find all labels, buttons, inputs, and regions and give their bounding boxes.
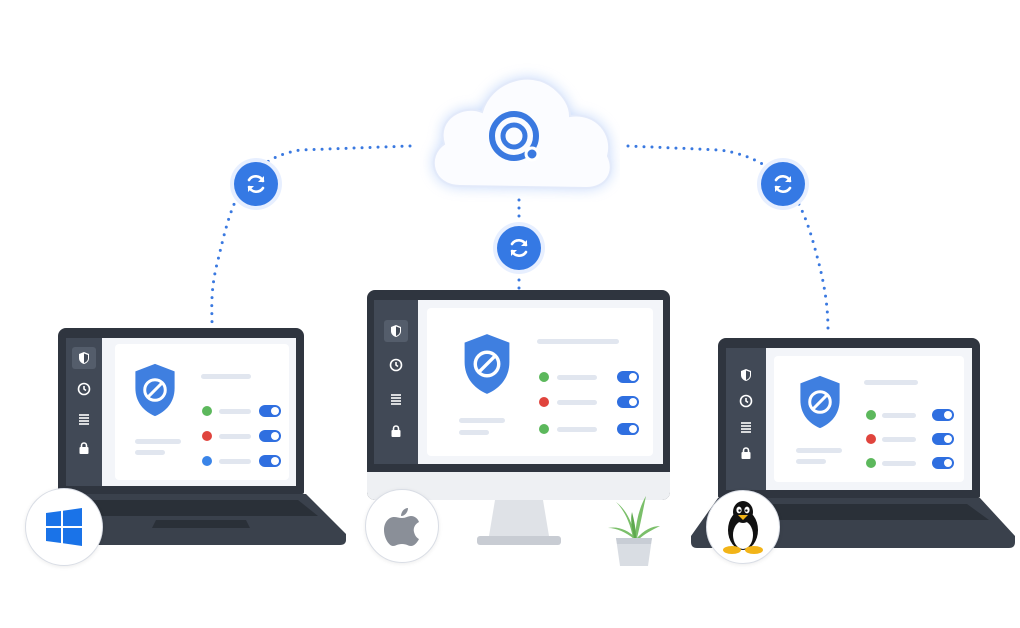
lock-icon[interactable] [739, 446, 753, 460]
toggle-switch[interactable] [932, 457, 954, 469]
app-sidebar [374, 300, 418, 464]
monitor-screen [374, 300, 663, 464]
laptop-screen [66, 338, 296, 486]
content-panel [774, 356, 964, 482]
row-placeholder [882, 437, 916, 442]
list-icon[interactable] [77, 412, 91, 426]
windows-laptop [56, 328, 346, 550]
row-placeholder [219, 409, 251, 414]
toggle-switch[interactable] [932, 433, 954, 445]
shield-block-icon [135, 363, 175, 417]
sync-icon [761, 162, 805, 206]
text-placeholder [459, 418, 505, 423]
clock-icon[interactable] [739, 394, 753, 408]
status-dot-green [539, 424, 549, 434]
title-placeholder [537, 339, 619, 344]
shield-icon[interactable] [384, 320, 408, 342]
status-dot-green [202, 406, 212, 416]
cloud [420, 62, 620, 202]
title-placeholder [864, 380, 918, 385]
laptop-base [56, 494, 346, 546]
toggle-switch[interactable] [259, 455, 281, 467]
clock-icon[interactable] [77, 382, 91, 396]
lock-icon[interactable] [77, 441, 91, 455]
toggle-switch[interactable] [259, 405, 281, 417]
apple-logo-icon [365, 489, 439, 563]
row-placeholder [219, 434, 251, 439]
content-panel [115, 344, 289, 480]
shield-block-icon [464, 334, 510, 394]
toggle-switch[interactable] [617, 371, 639, 383]
target-icon [489, 111, 540, 162]
row-placeholder [557, 375, 597, 380]
shield-icon[interactable] [739, 368, 753, 382]
laptop-screen [726, 348, 972, 490]
row-placeholder [219, 459, 251, 464]
row-placeholder [557, 427, 597, 432]
row-placeholder [882, 461, 916, 466]
content-panel [427, 308, 653, 456]
linux-laptop [691, 338, 1015, 552]
windows-logo-icon [25, 488, 103, 566]
shield-block-icon [800, 375, 840, 429]
text-placeholder [796, 459, 826, 464]
status-dot-red [202, 431, 212, 441]
toggle-switch[interactable] [932, 409, 954, 421]
mac-desktop [367, 290, 670, 550]
tux-logo-icon [706, 490, 780, 564]
toggle-switch[interactable] [617, 423, 639, 435]
status-dot-green [866, 410, 876, 420]
row-placeholder [882, 413, 916, 418]
row-placeholder [557, 400, 597, 405]
title-placeholder [201, 374, 251, 379]
sync-icon [234, 162, 278, 206]
status-dot-green [866, 458, 876, 468]
status-dot-blue [202, 456, 212, 466]
status-dot-red [866, 434, 876, 444]
text-placeholder [459, 430, 489, 435]
monitor-stand [473, 500, 565, 550]
app-sidebar [66, 338, 102, 486]
toggle-switch[interactable] [617, 396, 639, 408]
monitor [367, 290, 670, 500]
list-icon[interactable] [739, 420, 753, 434]
shield-icon[interactable] [72, 347, 96, 369]
text-placeholder [135, 439, 181, 444]
plant-icon [606, 492, 662, 568]
laptop-lid [718, 338, 980, 498]
laptop-lid [58, 328, 304, 494]
list-icon[interactable] [389, 392, 403, 406]
app-sidebar [726, 348, 766, 490]
lock-icon[interactable] [389, 424, 403, 438]
status-dot-green [539, 372, 549, 382]
clock-icon[interactable] [389, 358, 403, 372]
text-placeholder [135, 450, 165, 455]
text-placeholder [796, 448, 842, 453]
status-dot-red [539, 397, 549, 407]
toggle-switch[interactable] [259, 430, 281, 442]
sync-icon [497, 226, 541, 270]
